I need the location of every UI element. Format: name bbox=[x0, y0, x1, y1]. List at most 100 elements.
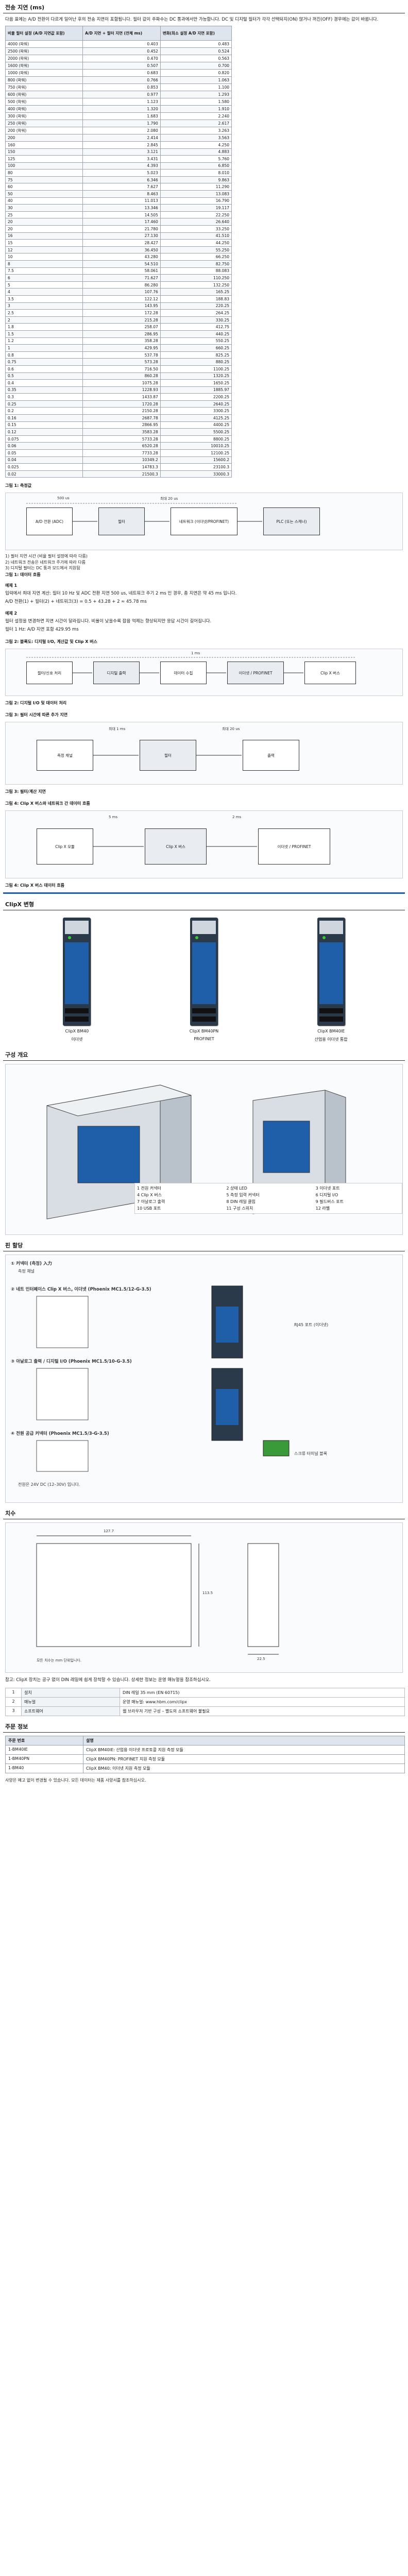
total-delay-cell: 573.28 bbox=[82, 358, 161, 366]
total-delay-cell: 21.780 bbox=[82, 225, 161, 233]
fig3-filter-box: 필터 bbox=[140, 740, 196, 771]
filter-setting-cell: 16 bbox=[5, 232, 83, 240]
order-code: 1-BM40IE bbox=[5, 1744, 83, 1755]
change-delay-cell: 3.263 bbox=[160, 127, 232, 135]
filter-setting-cell: 0.8 bbox=[5, 351, 83, 359]
device-image bbox=[190, 918, 218, 1026]
info-cell: 1 bbox=[5, 1687, 22, 1698]
fig1-caption: 그림 1: 데이터 흐름 bbox=[5, 572, 41, 577]
col-header-filter: 비율 필터 설정 (A/D 지연값 포함) bbox=[5, 26, 83, 41]
total-delay-cell: 3.121 bbox=[82, 148, 161, 156]
filter-setting-cell: 500 (파워) bbox=[5, 98, 83, 106]
filter-setting-cell: 0.75 bbox=[5, 358, 83, 366]
fig2-arrows bbox=[26, 657, 356, 673]
change-delay-cell: 2.240 bbox=[160, 112, 232, 121]
fig1-heading: 그림 1: 측정값 bbox=[5, 483, 32, 488]
total-delay-cell: 215.28 bbox=[82, 316, 161, 324]
filter-setting-cell: 40 bbox=[5, 197, 83, 205]
filter-setting-cell: 7.5 bbox=[5, 267, 83, 275]
change-delay-cell: 8.010 bbox=[160, 169, 232, 177]
filter-setting-cell: 0.2 bbox=[5, 407, 83, 415]
total-delay-cell: 43.280 bbox=[82, 253, 161, 261]
total-delay-cell: 5733.28 bbox=[82, 435, 161, 443]
change-delay-cell: 1.100 bbox=[160, 83, 232, 92]
total-delay-cell: 0.507 bbox=[82, 62, 161, 70]
info-note: 참고: ClipX 장치는 공구 없이 DIN 레일에 쉽게 장착할 수 있습니… bbox=[5, 1677, 211, 1683]
filter-setting-cell: 250 (파워) bbox=[5, 120, 83, 128]
info-cell: 설치 bbox=[21, 1687, 120, 1698]
total-delay-cell: 27.130 bbox=[82, 232, 161, 240]
total-delay-cell: 0.683 bbox=[82, 69, 161, 77]
fig1-diagram: 500 us 최대 20 us A/D 전환 (ADC) 필터 네트워크 (이더… bbox=[5, 493, 403, 551]
filter-setting-cell: 3 bbox=[5, 302, 83, 310]
total-delay-cell: 716.50 bbox=[82, 365, 161, 373]
legend-item: 10 USB 포트 bbox=[137, 1206, 161, 1211]
total-delay-cell: 2.414 bbox=[82, 134, 161, 142]
product-bm40ie: ClipX BM40IE 산업용 이더넷 통합 bbox=[308, 918, 354, 1042]
info-cell: 3 bbox=[5, 1706, 22, 1716]
filter-setting-cell: 0.075 bbox=[5, 435, 83, 443]
fig1-plc-box: PLC (또는 스캐너) bbox=[263, 507, 320, 536]
total-delay-cell: 1720.28 bbox=[82, 400, 161, 408]
change-delay-cell: 1.580 bbox=[160, 98, 232, 106]
change-delay-cell: 0.483 bbox=[160, 40, 232, 48]
filter-setting-cell: 6 bbox=[5, 274, 83, 282]
total-delay-cell: 86.280 bbox=[82, 281, 161, 289]
total-delay-cell: 860.28 bbox=[82, 372, 161, 380]
change-delay-cell: 0.524 bbox=[160, 47, 232, 56]
change-delay-cell: 9.863 bbox=[160, 176, 232, 184]
product-name: ClipX BM40PN bbox=[189, 1029, 219, 1034]
change-delay-cell: 26.640 bbox=[160, 218, 232, 226]
legend-item: 7 아날로그 출력 bbox=[137, 1199, 165, 1205]
change-delay-cell: 1885.97 bbox=[160, 386, 232, 394]
views-heading: 구성 개요 bbox=[3, 1047, 405, 1061]
fig1-filter-box: 필터 bbox=[98, 507, 145, 536]
info-cell: 소프트웨어 bbox=[21, 1706, 120, 1716]
filter-setting-cell: 0.025 bbox=[5, 463, 83, 471]
filter-setting-cell: 1000 (파워) bbox=[5, 69, 83, 77]
divider bbox=[3, 892, 405, 894]
filter-setting-cell: 150 bbox=[5, 148, 83, 156]
fig1-network-box: 네트워크 (이더넷/PROFINET) bbox=[171, 507, 237, 536]
pin-step-2: ② 네트 인터페이스 Clip X 버스, 이더넷 (Phoenix MC1.5… bbox=[11, 1287, 151, 1293]
dim-width: 127.7 bbox=[104, 1529, 114, 1534]
filter-setting-cell: 100 bbox=[5, 162, 83, 170]
filter-setting-cell: 2500 (파워) bbox=[5, 47, 83, 56]
order-code: 1-BM40PN bbox=[5, 1754, 83, 1764]
ex1-calc: A/D 전환(1) + 필터(2) + 네트워크(3) = 0.5 + 43.2… bbox=[5, 599, 147, 605]
filter-setting-cell: 200 (파워) bbox=[5, 127, 83, 135]
total-delay-cell: 58.061 bbox=[82, 267, 161, 275]
fig3-time-2: 최대 20 us bbox=[222, 727, 240, 732]
total-delay-cell: 286.95 bbox=[82, 330, 161, 338]
change-delay-cell: 66.250 bbox=[160, 253, 232, 261]
pin-assignment: ① 커넥터 (측정) 入力 측정 채널 ② 네트 인터페이스 Clip X 버스… bbox=[5, 1255, 403, 1503]
total-delay-cell: 17.460 bbox=[82, 218, 161, 226]
filter-setting-cell: 1.2 bbox=[5, 337, 83, 345]
filter-setting-cell: 1.5 bbox=[5, 330, 83, 338]
total-delay-cell: 1228.93 bbox=[82, 386, 161, 394]
change-delay-cell: 88.083 bbox=[160, 267, 232, 275]
product-label: 이더넷 bbox=[71, 1037, 83, 1042]
total-delay-cell: 3583.28 bbox=[82, 428, 161, 436]
info-cell: 운영 매뉴얼: www.hbm.com/clipx bbox=[120, 1697, 405, 1707]
change-delay-cell: 4125.25 bbox=[160, 414, 232, 422]
filter-setting-cell: 0.16 bbox=[5, 414, 83, 422]
fig4-module-box: Clip X 모듈 bbox=[37, 828, 93, 865]
fig4-time-1: 5 ms bbox=[109, 815, 118, 820]
dim-note: 모든 치수는 mm 단위입니다. bbox=[37, 1658, 81, 1663]
